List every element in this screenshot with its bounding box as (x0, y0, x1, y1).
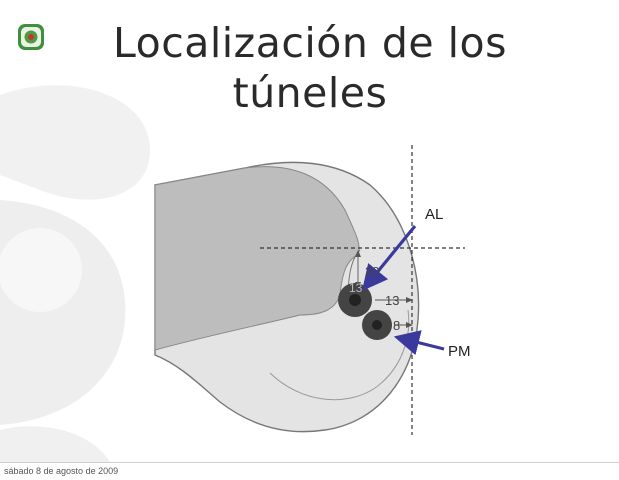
label-al: AL (425, 206, 443, 223)
al-tunnel-inner (349, 294, 361, 306)
femur-shaft (154, 166, 360, 351)
title-line-1: Localización de los (113, 19, 507, 67)
logo-icon (18, 24, 44, 50)
pm-tunnel-inner (372, 320, 382, 330)
dimension-8-arrowhead (406, 322, 413, 328)
al-pointer-arrow (361, 224, 417, 291)
footer-divider (0, 462, 619, 463)
label-pm: PM (448, 343, 471, 360)
dimension-20-arrow-top (355, 250, 361, 257)
slide-title: Localización de los túneles (90, 18, 530, 118)
title-line-2: túneles (232, 69, 388, 117)
pm-pointer-arrow (393, 330, 445, 356)
label-dim-20: 20 (365, 264, 379, 279)
dimension-13-side-arrowhead (406, 297, 413, 303)
label-dim-8: 8 (393, 318, 400, 333)
femur-tunnel-diagram: AL PM 20 13 13 8 (154, 145, 471, 435)
footer-date: sábado 8 de agosto de 2009 (4, 466, 119, 476)
label-dim-13-inner: 13 (349, 281, 363, 295)
label-dim-13-side: 13 (385, 293, 399, 308)
